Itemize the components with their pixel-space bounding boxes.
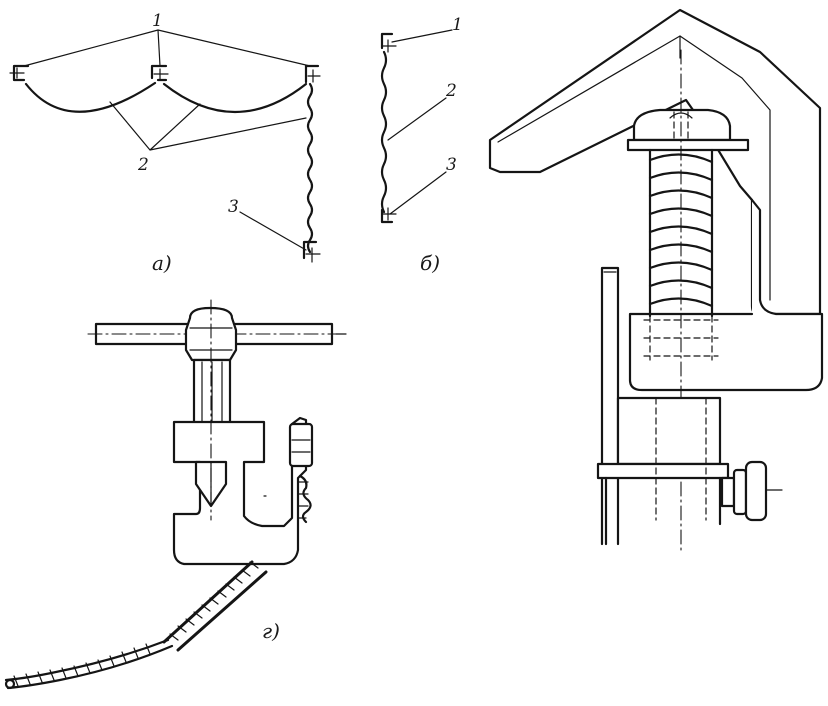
- t-handle: [87, 306, 347, 362]
- hidden-nut: [643, 315, 719, 361]
- callout-2: 2: [445, 81, 457, 101]
- caption-a: а): [152, 251, 172, 275]
- wire-span-left: [24, 81, 157, 113]
- side-knob: [720, 460, 783, 522]
- clamp-bottom: [302, 240, 321, 263]
- yoke-press-clamp: [488, 8, 824, 551]
- callout-1: 1: [452, 15, 463, 35]
- figure-g-t-clamp: г): [4, 299, 347, 690]
- callout-3: 3: [446, 155, 457, 175]
- clamp-left: [9, 64, 30, 82]
- lower-block: [596, 396, 730, 546]
- clamp-middle: [150, 64, 169, 82]
- yoke-arm: [628, 198, 824, 392]
- pressure-plate: [626, 108, 750, 152]
- clamp-right: [304, 64, 321, 84]
- braided-cable: [4, 560, 268, 690]
- screw-shaft: [192, 358, 232, 426]
- clamp-body: [172, 299, 314, 566]
- callout-3: 3: [228, 197, 239, 217]
- caption-g: г): [262, 619, 280, 643]
- caption-b: б): [420, 251, 440, 275]
- wire-vertical: [306, 82, 314, 254]
- wire-span-right: [162, 82, 308, 113]
- callout-2: 2: [137, 155, 149, 175]
- figure-a-catenary: 1 2 3 а): [9, 11, 321, 275]
- figure-b-vertical-wire: 1 2 3 б): [380, 15, 463, 275]
- callout-1: 1: [152, 11, 163, 31]
- guide-post: [600, 266, 620, 546]
